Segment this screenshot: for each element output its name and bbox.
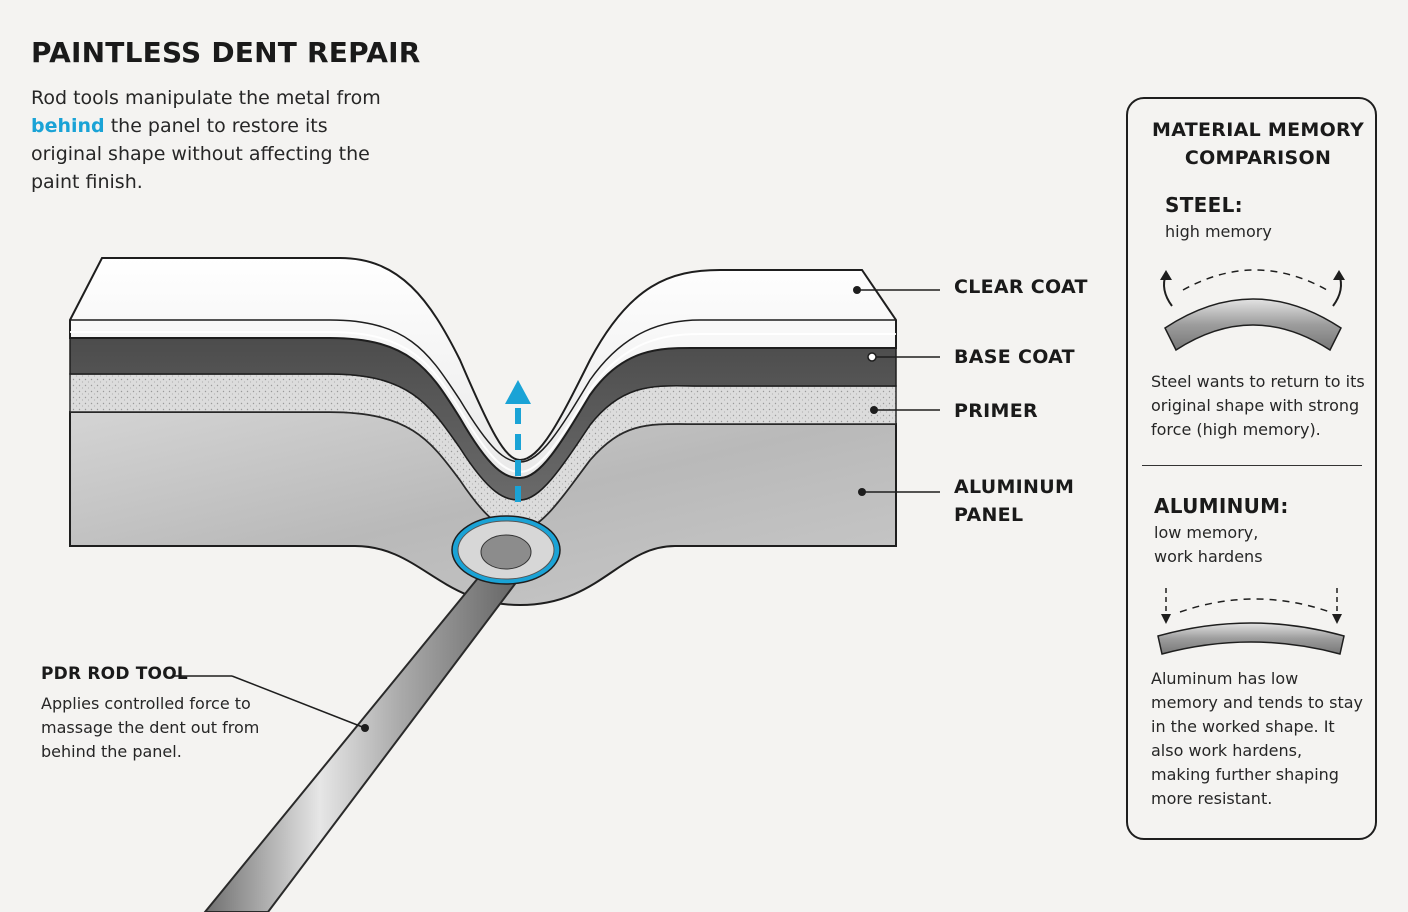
rod-tip-ring-icon — [451, 515, 561, 585]
clear-coat-leader — [853, 286, 940, 294]
clear-coat-layer — [69, 257, 897, 480]
rod-tool-description: Applies controlled force to massage the … — [41, 694, 260, 761]
material-memory-panel — [1126, 97, 1377, 840]
base-coat-label: BASE COAT — [954, 346, 1075, 368]
page-title: PAINTLESS DENT REPAIR — [31, 36, 421, 69]
aluminum-heading: ALUMINUM: — [1154, 494, 1289, 518]
intro-highlight: behind — [31, 115, 105, 137]
base-coat-leader — [867, 352, 940, 362]
steel-description: Steel wants to return to its original sh… — [1151, 372, 1365, 439]
aluminum-panel-leader — [858, 488, 940, 496]
comparison-divider — [1142, 465, 1362, 466]
rod-tool-title: PDR ROD TOOL — [41, 664, 188, 684]
intro-text-end: the panel to restore its original shape … — [31, 115, 370, 193]
steel-heading: STEEL: — [1165, 193, 1243, 217]
steel-strip — [1164, 298, 1342, 352]
intro-text: Rod tools manipulate the metal from behi… — [31, 84, 391, 196]
aluminum-panel-label: ALUMINUM PANEL — [954, 473, 1074, 529]
intro-text-start: Rod tools manipulate the metal from — [31, 87, 381, 109]
aluminum-panel-label-line1: ALUMINUM — [954, 476, 1075, 498]
aluminum-strip — [1157, 622, 1345, 655]
down-arrows-icon — [1161, 588, 1342, 624]
aluminum-memory: low memory, work hardens — [1154, 521, 1263, 569]
aluminum-panel-label-line2: PANEL — [954, 504, 1024, 526]
aluminum-memory-line2: work hardens — [1154, 547, 1263, 566]
primer-leader — [870, 406, 940, 414]
aluminum-description: Aluminum has low memory and tends to sta… — [1151, 669, 1363, 808]
primer-label: PRIMER — [954, 400, 1038, 422]
rod-tool-leader — [172, 675, 369, 732]
aluminum-memory-line1: low memory, — [1154, 523, 1259, 542]
up-arrow-icon — [505, 380, 531, 502]
springback-arrows-icon — [1160, 269, 1345, 307]
material-memory-title: MATERIAL MEMORY COMPARISON — [1152, 119, 1364, 169]
clear-coat-label: CLEAR COAT — [954, 276, 1088, 298]
steel-memory: high memory — [1165, 222, 1272, 241]
